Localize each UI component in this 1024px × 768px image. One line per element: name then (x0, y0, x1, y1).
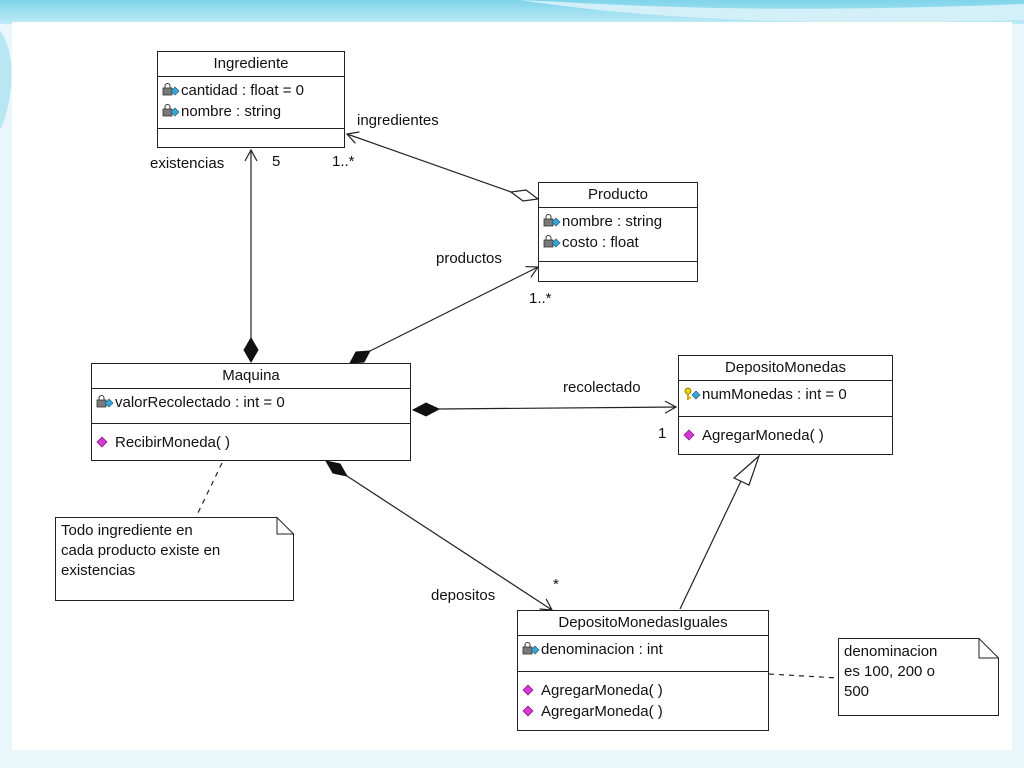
operation-text: AgregarMoneda( ) (541, 703, 663, 720)
multiplicity-label-productos: 1..* (529, 290, 552, 307)
attribute-row: cantidad : float = 0 (162, 80, 340, 101)
role-label-productos: productos (436, 250, 502, 267)
association-line-depositos (346, 475, 554, 611)
operation-row: AgregarMoneda( ) (522, 701, 764, 722)
composition-diamond-existencias (243, 337, 259, 363)
class-name: DepositoMonedas (679, 356, 892, 381)
public-operation-icon (522, 682, 541, 699)
private-attribute-icon (522, 641, 541, 658)
class-name: Producto (539, 183, 697, 208)
operation-text: RecibirMoneda( ) (115, 434, 231, 451)
note-text: denominacion es 100, 200 o 500 (844, 643, 938, 700)
public-operation-icon (683, 427, 702, 444)
attribute-text: numMonedas : int = 0 (702, 386, 847, 403)
note-anchor-denominacion (768, 673, 839, 679)
class-maquina[interactable]: Maquina valorRecolectado : int = 0 Recib… (91, 363, 411, 461)
attribute-text: nombre : string (562, 213, 663, 230)
role-label-ingredientes: ingredientes (357, 112, 439, 129)
operation-text: AgregarMoneda( ) (702, 427, 824, 444)
class-producto[interactable]: Producto nombre : string costo : float (538, 182, 698, 282)
attribute-row: valorRecolectado : int = 0 (96, 392, 406, 413)
operations-section: AgregarMoneda( ) AgregarMoneda( ) (518, 672, 768, 724)
class-name: Ingrediente (158, 52, 344, 77)
attributes-section: denominacion : int (518, 636, 768, 672)
operations-section: AgregarMoneda( ) (679, 417, 892, 448)
composition-diamond-depositos (324, 460, 349, 477)
note-shape (55, 517, 294, 601)
composition-diamond-recolectado (411, 402, 441, 417)
private-attribute-icon (543, 234, 562, 251)
attributes-section: numMonedas : int = 0 (679, 381, 892, 417)
attribute-text: nombre : string (181, 103, 282, 120)
attribute-row: nombre : string (543, 211, 693, 232)
private-attribute-icon (96, 394, 115, 411)
note-anchor-ingredientes (195, 462, 223, 518)
note-denominacion[interactable]: denominacion es 100, 200 o 500 (838, 638, 999, 716)
class-name: DepositoMonedasIguales (518, 611, 768, 636)
note-text: Todo ingrediente en cada producto existe… (61, 522, 221, 579)
operation-row: AgregarMoneda( ) (522, 680, 764, 701)
attributes-section: nombre : string costo : float (539, 208, 697, 262)
attributes-section: cantidad : float = 0 nombre : string (158, 77, 344, 129)
private-attribute-icon (543, 213, 562, 230)
protected-attribute-icon (683, 386, 702, 403)
private-attribute-icon (162, 103, 181, 120)
role-label-existencias: existencias (150, 155, 225, 172)
note-ingredientes[interactable]: Todo ingrediente en cada producto existe… (55, 517, 294, 601)
attribute-text: costo : float (562, 234, 639, 251)
operations-section (539, 262, 697, 285)
attribute-row: nombre : string (162, 101, 340, 122)
association-line-recolectado (438, 400, 678, 414)
composition-diamond-productos (349, 350, 371, 364)
multiplicity-label-depositos: * (553, 576, 559, 593)
class-deposito-monedas[interactable]: DepositoMonedas numMonedas : int = 0 Agr… (678, 355, 893, 455)
aggregation-diamond-producto (509, 189, 540, 202)
multiplicity-label-recolectado: 1 (658, 425, 667, 442)
operation-row: AgregarMoneda( ) (683, 425, 888, 446)
attribute-text: valorRecolectado : int = 0 (115, 394, 285, 411)
role-label-depositos: depositos (431, 587, 496, 604)
class-ingrediente[interactable]: Ingrediente cantidad : float = 0 nombre … (157, 51, 345, 148)
attribute-row: denominacion : int (522, 639, 764, 660)
association-line-ingredientes (345, 131, 512, 193)
role-label-recolectado: recolectado (563, 379, 641, 396)
note-shape (838, 638, 999, 716)
attributes-section: valorRecolectado : int = 0 (92, 389, 410, 424)
generalization-triangle (732, 454, 761, 486)
public-operation-icon (522, 703, 541, 720)
attribute-text: denominacion : int (541, 641, 663, 658)
association-line-productos (369, 265, 540, 352)
private-attribute-icon (162, 82, 181, 99)
operations-section (158, 129, 344, 152)
attribute-row: numMonedas : int = 0 (683, 384, 888, 405)
class-deposito-monedas-iguales[interactable]: DepositoMonedasIguales denominacion : in… (517, 610, 769, 731)
attribute-text: cantidad : float = 0 (181, 82, 305, 99)
public-operation-icon (96, 434, 115, 451)
multiplicity-label-existencias: 5 (272, 153, 281, 170)
multiplicity-label-ingredientes: 1..* (332, 153, 355, 170)
operations-section: RecibirMoneda( ) (92, 424, 410, 455)
class-name: Maquina (92, 364, 410, 389)
generalization-line (679, 480, 742, 610)
attribute-row: costo : float (543, 232, 693, 253)
operation-row: RecibirMoneda( ) (96, 432, 406, 453)
operation-text: AgregarMoneda( ) (541, 682, 663, 699)
